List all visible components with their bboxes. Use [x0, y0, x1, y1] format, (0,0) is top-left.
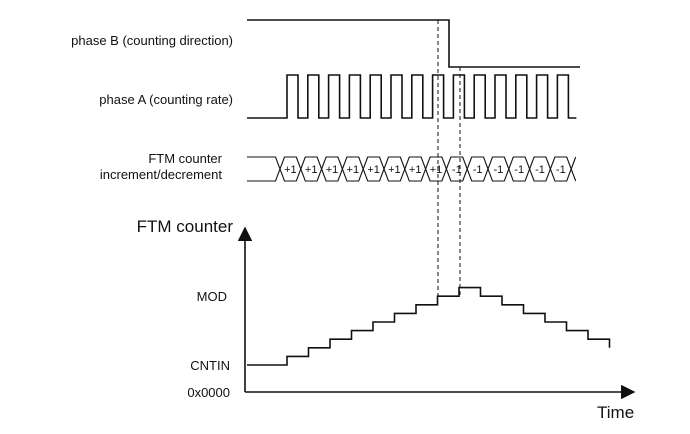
phase-b-waveform: [247, 19, 580, 68]
y-axis-title: FTM counter: [137, 217, 234, 236]
ftm-increment-label-line1: FTM counter: [148, 151, 222, 166]
ftm-counter-staircase: [247, 286, 611, 366]
bus-symbol: +1: [409, 164, 422, 176]
phase-b-label: phase B (counting direction): [71, 33, 233, 48]
bus-symbol: +1: [388, 164, 401, 176]
bus-symbol: +1: [326, 164, 339, 176]
increment-decrement-bus: +1 +1 +1 +1 +1 +1 +1 +1 -1 -1 -1 -1 -1 -1: [247, 156, 577, 182]
bus-symbol: -1: [452, 164, 462, 176]
bus-symbol: +1: [284, 164, 297, 176]
bus-symbol: -1: [514, 164, 524, 176]
bus-edge-a: [247, 156, 577, 182]
bus-symbol: +1: [347, 164, 360, 176]
zero-label: 0x0000: [187, 385, 230, 400]
bus-symbol: -1: [494, 164, 504, 176]
bus-symbol: +1: [430, 164, 443, 176]
phase-a-label: phase A (counting rate): [99, 92, 233, 107]
cntin-label: CNTIN: [190, 358, 230, 373]
phase-a-waveform: [247, 74, 577, 119]
bus-symbol: -1: [556, 164, 566, 176]
bus-symbol: -1: [473, 164, 483, 176]
bus-symbol: +1: [367, 164, 380, 176]
bus-edge-b: [247, 156, 577, 182]
bus-symbol: -1: [535, 164, 545, 176]
ftm-increment-label-line2: increment/decrement: [100, 167, 222, 182]
bus-symbol: +1: [305, 164, 318, 176]
x-axis-label: Time: [597, 403, 634, 422]
mod-label: MOD: [197, 289, 227, 304]
